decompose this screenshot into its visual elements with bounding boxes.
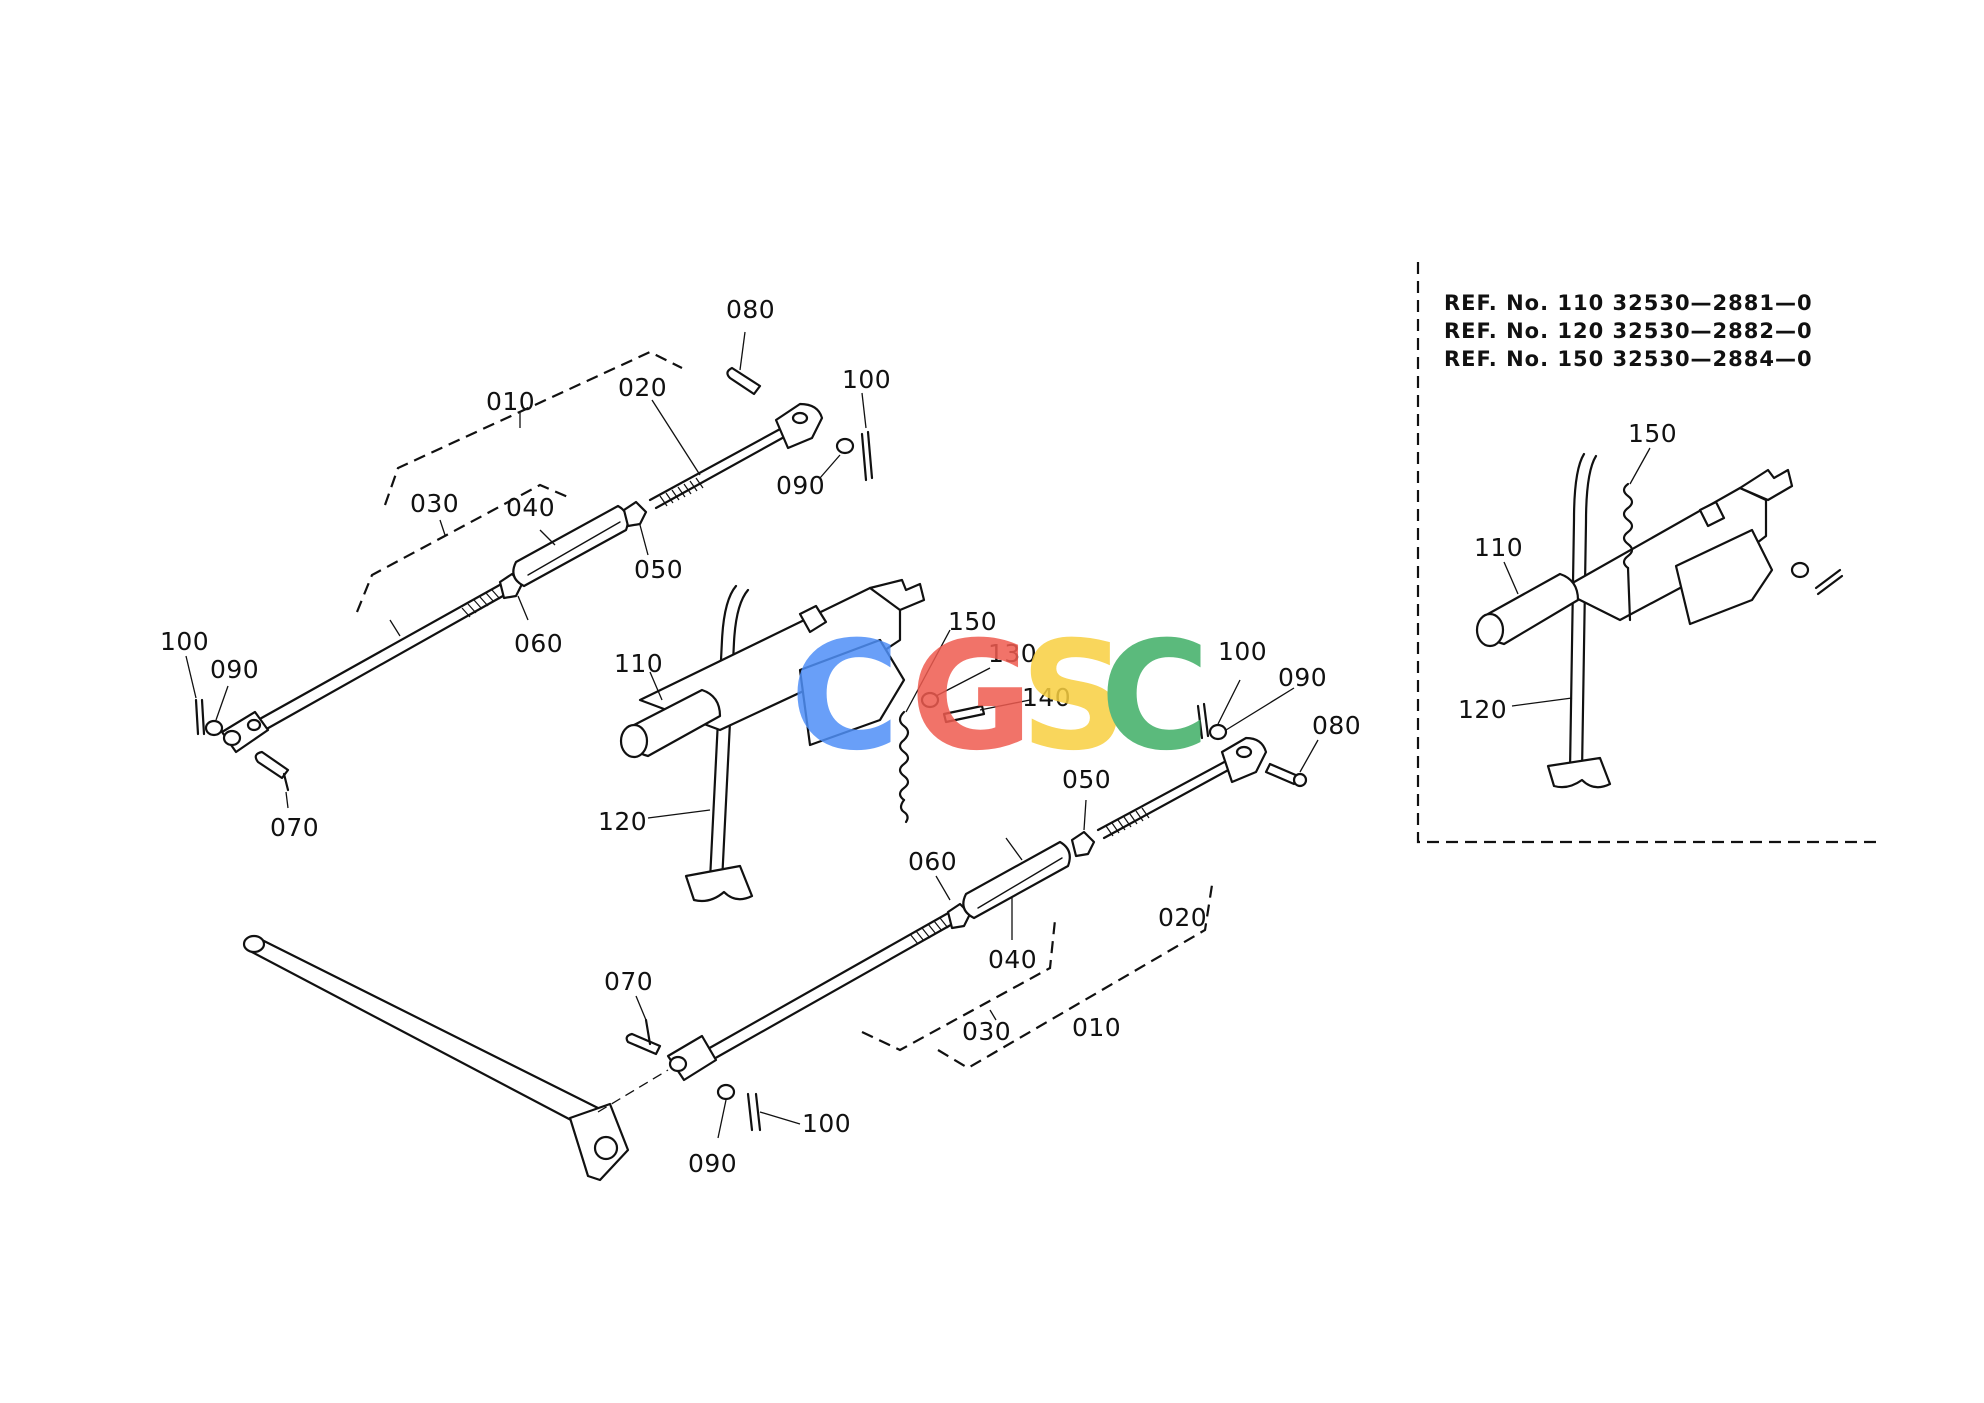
top-cotter-100-left	[194, 698, 206, 736]
bot-cross-shaft	[246, 936, 604, 1132]
top-pin-070	[254, 750, 290, 780]
inset-pedal-rod-120	[1568, 452, 1586, 772]
callout-mid-130: 130	[988, 639, 1037, 668]
callout-top-010: 010	[486, 387, 535, 416]
callout-inset-110: 110	[1474, 533, 1523, 562]
center-bracket-plate	[798, 638, 906, 747]
bot-washer-090-left	[716, 1083, 736, 1101]
inset-panel: REF. No. 110 32530—2881—0 REF. No. 120 3…	[1416, 262, 1878, 844]
bot-030-bracket	[861, 919, 1057, 1052]
bot-cotter-100-right	[1196, 702, 1210, 740]
inset-ref-line-3: REF. No. 150 32530—2884—0	[1444, 347, 1813, 371]
top-leaders	[185, 331, 867, 809]
bottom-rod-assembly: 010 020 030 040 050 060 070 080 090 090 …	[242, 637, 1361, 1182]
callout-bot-100-right: 100	[1218, 637, 1267, 666]
callout-bot-010: 010	[1072, 1013, 1121, 1042]
inset-washer	[1790, 561, 1810, 579]
callout-bot-070: 070	[604, 967, 653, 996]
center-pedal-rod-120	[708, 584, 738, 882]
top-turnbuckle-040	[512, 504, 629, 588]
watermark-letter-c2: C	[1100, 610, 1210, 784]
top-pin-080	[726, 366, 762, 396]
callout-bot-040: 040	[988, 945, 1037, 974]
center-washer-130	[920, 691, 940, 709]
callout-bot-020: 020	[1158, 903, 1207, 932]
watermark-letter-s: S	[1020, 610, 1128, 784]
inset-pin	[1814, 568, 1844, 596]
bottom-leaders	[635, 679, 1319, 1139]
top-cotter-100-right	[860, 430, 874, 482]
inset-foot-pad	[1546, 756, 1612, 789]
callout-bot-030: 030	[962, 1017, 1011, 1046]
bot-turnbuckle-040	[962, 840, 1071, 920]
center-leaders	[647, 629, 1031, 819]
callout-inset-120: 120	[1458, 695, 1507, 724]
callout-top-050: 050	[634, 555, 683, 584]
callout-bot-090-left: 090	[688, 1149, 737, 1178]
bot-cotter-100-left	[746, 1092, 762, 1132]
center-pin-140	[942, 704, 986, 724]
center-lever-assembly: 110 120 130 140 150	[598, 578, 1071, 903]
watermark-letter-c1: C	[790, 610, 900, 784]
top-010-bracket	[383, 350, 683, 506]
callout-mid-150: 150	[948, 607, 997, 636]
inset-ref-line-2: REF. No. 120 32530—2882—0	[1444, 319, 1813, 343]
callout-top-100-left: 100	[160, 627, 209, 656]
bot-nut-050	[1070, 830, 1096, 858]
callout-top-030: 030	[410, 489, 459, 518]
inset-spring-150	[1622, 482, 1634, 622]
top-short-rod-thread	[659, 477, 704, 507]
callout-mid-110: 110	[614, 649, 663, 678]
inset-leaders	[1503, 447, 1651, 707]
bot-010-bracket	[937, 884, 1214, 1070]
top-washer-090-right	[835, 437, 855, 455]
top-long-rod-thread	[461, 589, 501, 618]
callout-top-090-left: 090	[210, 655, 259, 684]
callout-bot-050: 050	[1062, 765, 1111, 794]
center-spring-150	[898, 710, 910, 824]
center-foot-pad	[684, 864, 754, 903]
callout-bot-090-right: 090	[1278, 663, 1327, 692]
callout-top-080: 080	[726, 295, 775, 324]
callout-bot-100-left: 100	[802, 1109, 851, 1138]
top-rod-assembly: 010 020 030 040 050 060 070 080 090 090 …	[160, 295, 891, 842]
bot-pin-080	[1264, 762, 1300, 786]
callout-mid-140: 140	[1022, 683, 1071, 712]
callout-top-020: 020	[618, 373, 667, 402]
callout-top-100-right: 100	[842, 365, 891, 394]
bot-pin-070	[625, 1032, 662, 1056]
cgsc-watermark: C G S C	[790, 610, 1210, 784]
top-030-bracket	[355, 483, 569, 613]
callout-top-060: 060	[514, 629, 563, 658]
callout-top-090-right: 090	[776, 471, 825, 500]
callout-bot-080: 080	[1312, 711, 1361, 740]
inset-bracket-plate	[1674, 528, 1774, 626]
top-washer-090-left	[204, 719, 224, 737]
top-short-rod	[648, 426, 784, 502]
bot-long-rod	[704, 910, 952, 1052]
top-nut-050	[622, 500, 648, 528]
bot-short-rod	[1096, 758, 1230, 832]
top-right-clevis	[774, 402, 824, 450]
callout-inset-150: 150	[1628, 419, 1677, 448]
callout-top-040: 040	[506, 493, 555, 522]
top-long-rod	[238, 580, 507, 732]
inset-border	[1416, 262, 1878, 844]
bot-washer-090-right	[1208, 723, 1228, 741]
top-long-rod-edge	[245, 590, 512, 742]
callout-mid-120: 120	[598, 807, 647, 836]
watermark-letter-g: G	[910, 610, 1033, 784]
bot-short-rod-thread	[1105, 807, 1150, 837]
callout-top-070: 070	[270, 813, 319, 842]
inset-ref-line-1: REF. No. 110 32530—2881—0	[1444, 291, 1813, 315]
bot-right-clevis	[1220, 736, 1268, 784]
callout-bot-060: 060	[908, 847, 957, 876]
bot-long-rod-thread	[909, 917, 949, 945]
